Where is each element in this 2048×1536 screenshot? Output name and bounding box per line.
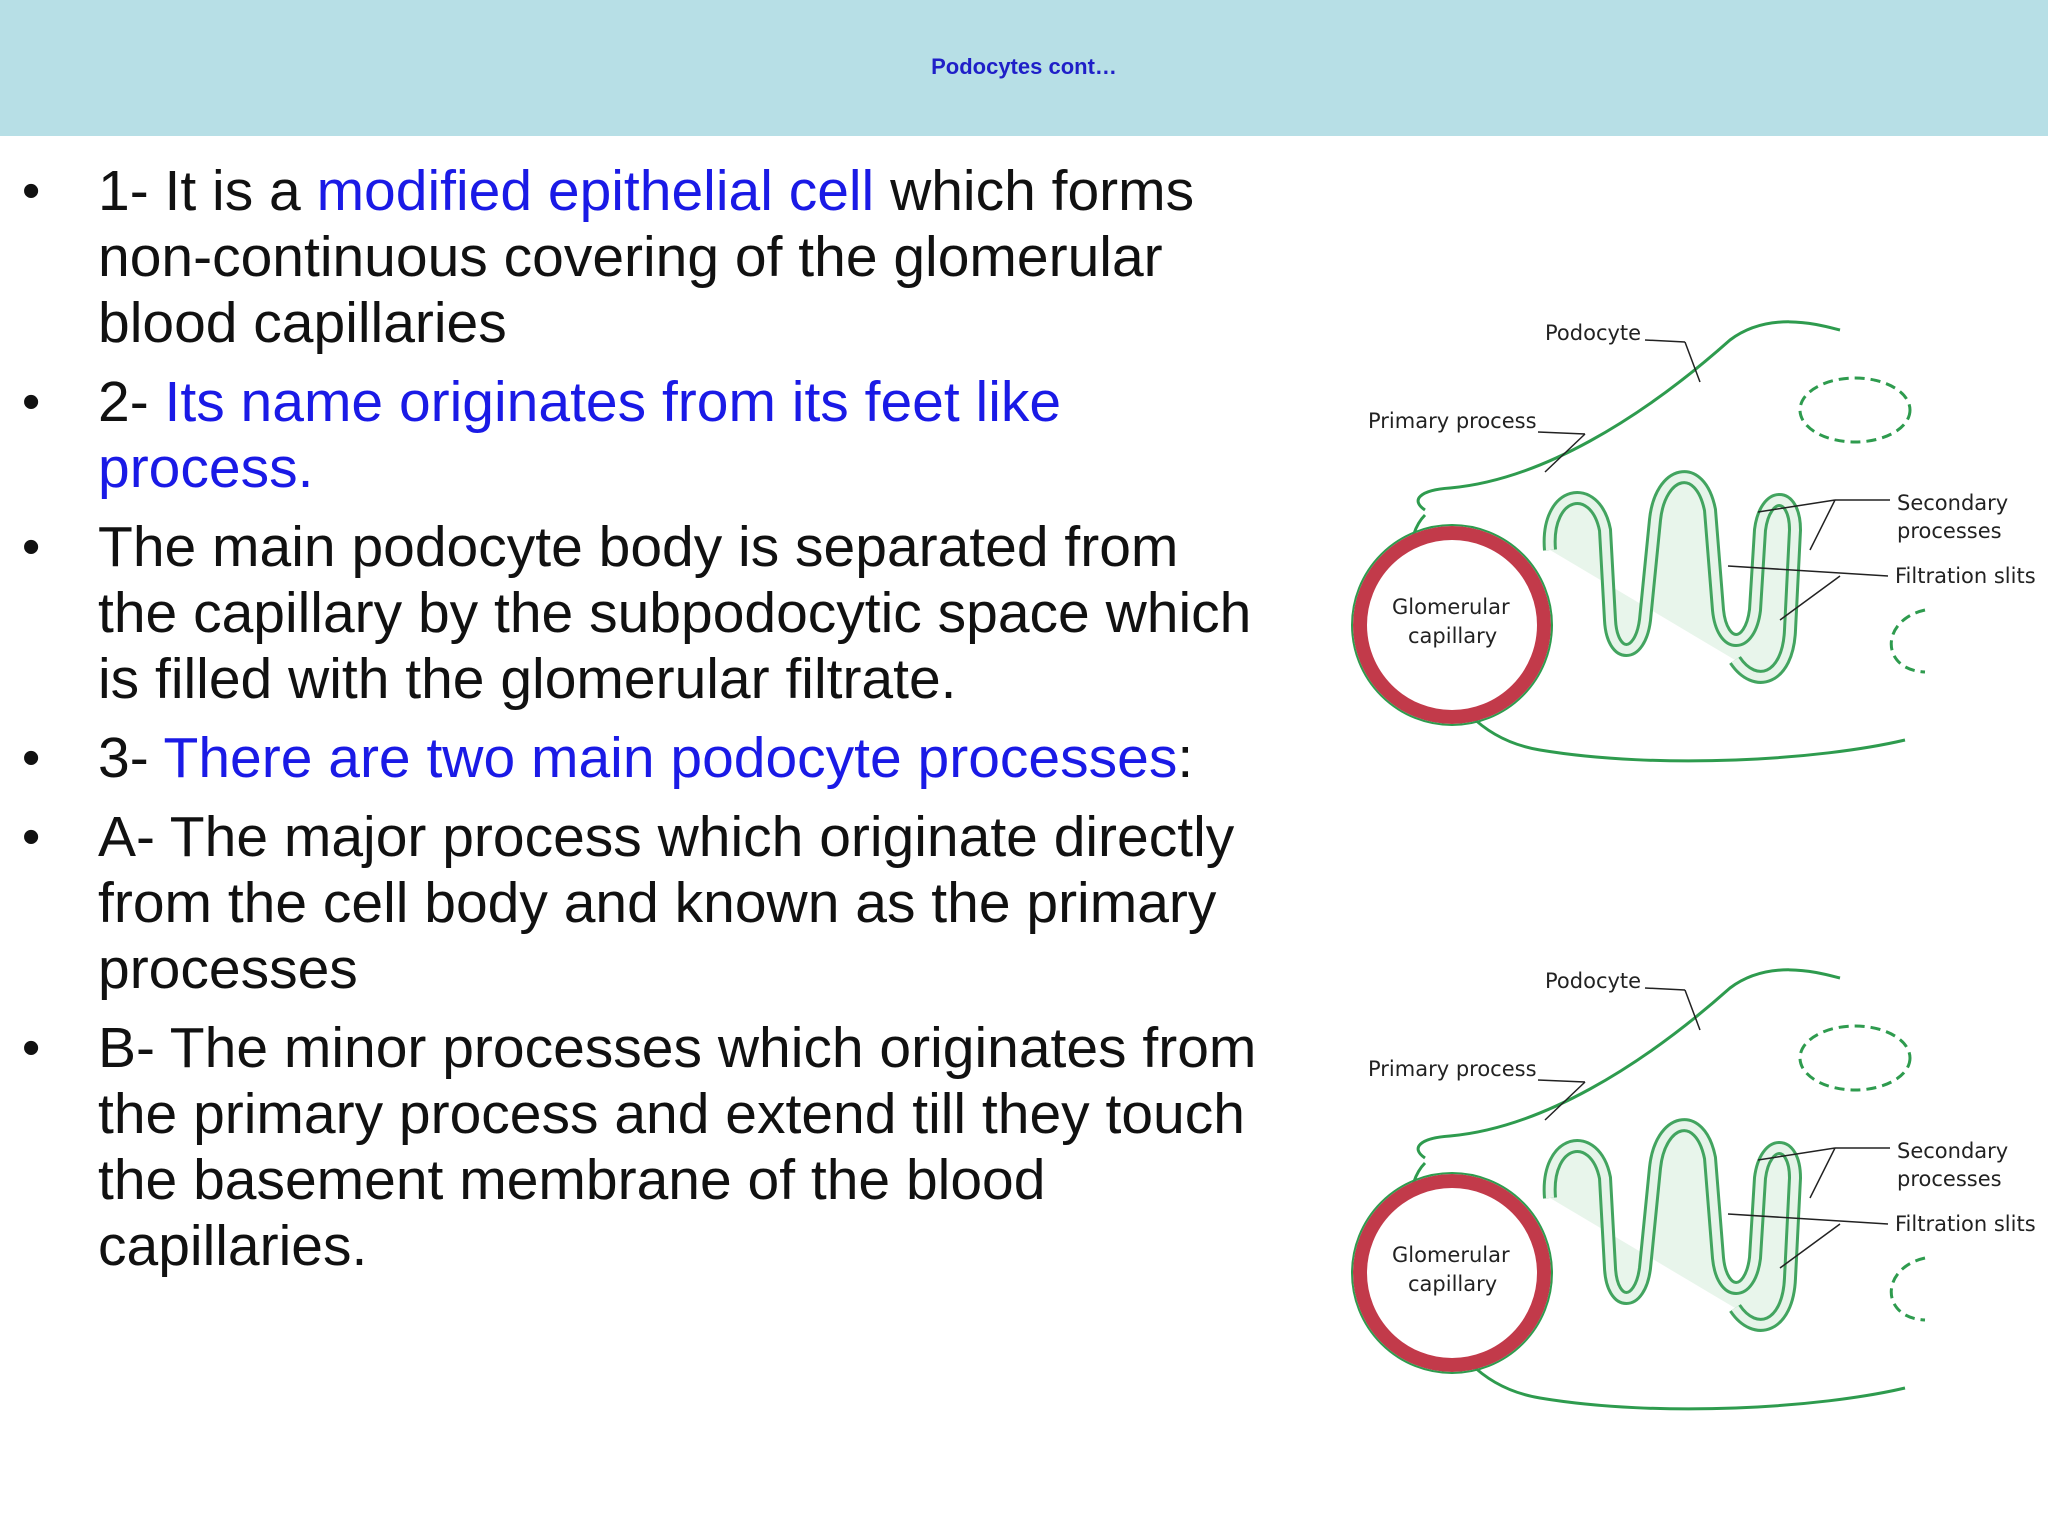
nucleus-outline — [1798, 1024, 1912, 1092]
nucleus-outline — [1798, 376, 1912, 444]
secondary-arrow-1-icon — [1757, 499, 1836, 513]
label-primary-process: Primary process — [1368, 409, 1537, 433]
bullet-dot-icon: • — [22, 808, 41, 866]
podocyte-diagram-top: Podocyte Primary process Secondary proce… — [1340, 300, 2040, 775]
adjacent-cell-outline — [1889, 1256, 1926, 1322]
slits-arrow-1-icon — [1727, 565, 1889, 577]
primary-arrow-icon — [1544, 433, 1586, 473]
label-capillary: capillary — [1408, 1272, 1497, 1296]
slide-title: Podocytes cont… — [931, 54, 1117, 79]
capillary-endothelium — [1370, 543, 1534, 707]
slits-arrow-2-icon — [1779, 1223, 1841, 1269]
secondary-arrow-1-icon — [1757, 1147, 1836, 1161]
podocyte-body-outline — [1416, 320, 1841, 512]
bullet-text: 1- It is a — [98, 159, 317, 223]
bullet-dot-icon: • — [22, 162, 41, 220]
bullet-item: • 1- It is a modified epithelial cell whi… — [22, 158, 1262, 356]
label-glomerular: Glomerular — [1392, 595, 1510, 619]
bullet-item: • The main podocyte body is separated fro… — [22, 514, 1262, 712]
bullet-list: • 1- It is a modified epithelial cell whi… — [22, 158, 1262, 1292]
podocyte-arrow-icon — [1684, 341, 1701, 383]
bullet-dot-icon: • — [22, 373, 41, 431]
label-podocyte: Podocyte — [1545, 321, 1641, 345]
label-primary-process: Primary process — [1368, 1057, 1537, 1081]
bullet-dot-icon: • — [22, 518, 41, 576]
basement-membrane — [1351, 1172, 1553, 1374]
basement-membrane — [1351, 524, 1553, 726]
glomerular-capillary-ring — [1353, 1174, 1551, 1372]
bullet-text: A- The major process which originate dir… — [98, 805, 1235, 1001]
bullet-highlight: modified epithelial cell — [316, 159, 875, 223]
secondary-processes-inner — [1545, 1121, 1799, 1329]
podocyte-arrow-icon — [1684, 989, 1701, 1031]
bullet-text: B- The minor processes which originates … — [98, 1016, 1257, 1278]
label-secondary-1: Secondary — [1897, 1139, 2008, 1163]
podocyte-diagram-svg: Podocyte Primary process Secondary proce… — [1351, 968, 2036, 1411]
podocyte-diagram-bottom: Podocyte Primary process Secondary proce… — [1340, 948, 2040, 1423]
slits-arrow-1-icon — [1727, 1213, 1889, 1225]
bullet-highlight: Its name originates from its feet like p… — [98, 370, 1062, 500]
primary-arrow-icon — [1544, 1081, 1586, 1121]
podocyte-body-outline — [1416, 968, 1841, 1160]
secondary-processes-inner — [1545, 473, 1799, 681]
bullet-text: 3- — [98, 726, 164, 790]
podocyte-diagram-svg: Podocyte Primary process Secondary proce… — [1351, 320, 2036, 763]
bullet-text: : — [1177, 726, 1194, 790]
bullet-item: • A- The major process which originate di… — [22, 804, 1262, 1002]
secondary-arrow-2-icon — [1809, 499, 1836, 551]
bullet-item: • B- The minor processes which originates… — [22, 1015, 1262, 1279]
capillary-endothelium — [1370, 1191, 1534, 1355]
bullet-text: which forms non-continuous covering of t… — [98, 159, 1195, 355]
primary-leader-line — [1537, 431, 1586, 435]
label-secondary-2: processes — [1897, 1167, 2002, 1191]
bullet-text: 2- — [98, 370, 165, 434]
bullet-text: The main podocyte body is separated from… — [98, 515, 1252, 711]
label-filtration-slits: Filtration slits — [1895, 564, 2036, 588]
label-capillary: capillary — [1408, 624, 1497, 648]
podocyte-leader-line — [1644, 339, 1686, 343]
bullet-highlight: There are two main podocyte processes — [163, 726, 1178, 790]
podocyte-leader-line — [1644, 987, 1686, 991]
bullet-dot-icon: • — [22, 729, 41, 787]
label-podocyte: Podocyte — [1545, 969, 1641, 993]
bullet-item: • 3- There are two main podocyte processe… — [22, 725, 1262, 791]
adjacent-cell-outline — [1889, 608, 1926, 674]
bullet-dot-icon: • — [22, 1019, 41, 1077]
label-secondary-2: processes — [1897, 519, 2002, 543]
label-secondary-1: Secondary — [1897, 491, 2008, 515]
bullet-item: • 2- Its name originates from its feet li… — [22, 369, 1262, 501]
slide-header: Podocytes cont… — [0, 0, 2048, 136]
primary-leader-line — [1537, 1079, 1586, 1083]
label-filtration-slits: Filtration slits — [1895, 1212, 2036, 1236]
slits-arrow-2-icon — [1779, 575, 1841, 621]
glomerular-capillary-ring — [1353, 526, 1551, 724]
secondary-arrow-2-icon — [1809, 1147, 1836, 1199]
label-glomerular: Glomerular — [1392, 1243, 1510, 1267]
